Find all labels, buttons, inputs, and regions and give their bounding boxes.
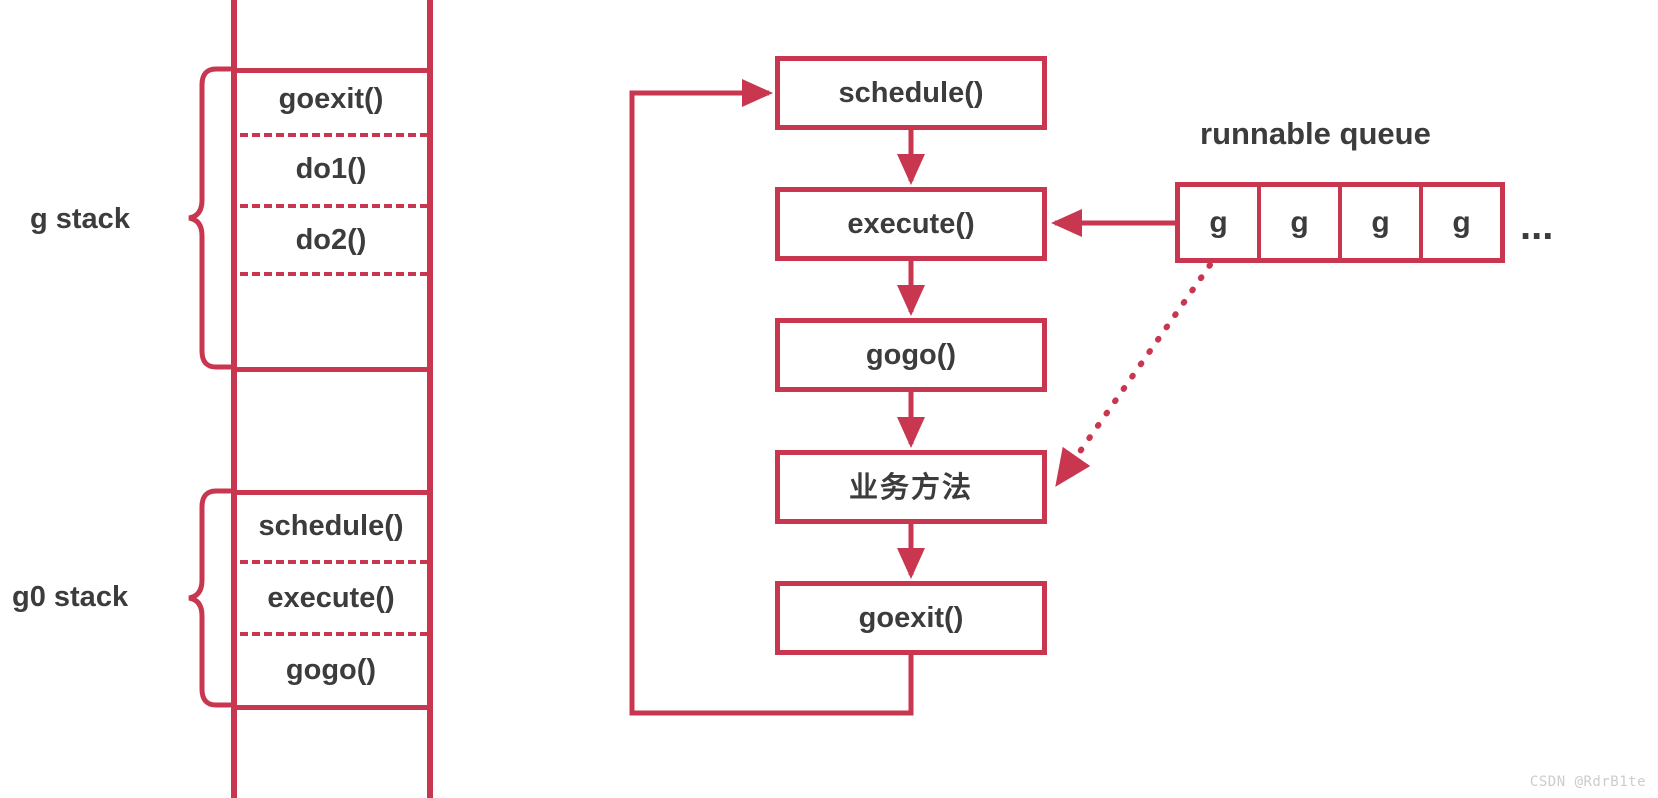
dotted-arrow-g-to-business: [1055, 262, 1213, 487]
stack-right-rail: [427, 0, 433, 798]
watermark: CSDN @RdrB1te: [1529, 774, 1646, 790]
g0-stack-brace: [186, 488, 233, 708]
flow-box-execute[interactable]: execute(): [775, 187, 1047, 261]
g0-stack-divider-1: [240, 560, 428, 564]
flow-box-gogo[interactable]: gogo(): [775, 318, 1047, 392]
g-stack-bottom-border: [231, 367, 433, 372]
g-stack-brace: [186, 66, 233, 370]
flow-box-business[interactable]: 业务方法: [775, 450, 1047, 524]
runnable-queue-title: runnable queue: [1200, 116, 1431, 151]
g-stack-frame-0: goexit(): [278, 83, 384, 115]
queue-cell[interactable]: g: [1452, 205, 1471, 239]
flow-box-goexit[interactable]: goexit(): [775, 581, 1047, 655]
queue-cell[interactable]: g: [1180, 187, 1261, 258]
g-stack-frame-2: do2(): [295, 224, 367, 256]
g-stack-divider-2: [240, 204, 428, 208]
g0-stack-top-border: [231, 490, 433, 495]
g-stack-frame-1: do1(): [295, 153, 367, 185]
g-stack-divider-1: [240, 133, 428, 137]
g0-stack-frame-0: schedule(): [258, 510, 404, 542]
queue-overflow-ellipsis: ...: [1520, 204, 1554, 248]
flow-box-schedule[interactable]: schedule(): [775, 56, 1047, 130]
runnable-queue[interactable]: g g g g: [1175, 182, 1505, 263]
g0-stack-frame-2: gogo(): [285, 654, 377, 686]
g-stack-label: g stack: [30, 203, 130, 235]
g0-stack-label: g0 stack: [12, 581, 129, 613]
g0-stack-bottom-border: [231, 705, 433, 710]
g0-stack-frame-1: execute(): [267, 582, 395, 614]
queue-cell[interactable]: g: [1342, 187, 1423, 258]
g-stack-divider-3: [240, 272, 428, 276]
stack-left-rail: [231, 0, 237, 798]
g0-stack-divider-2: [240, 632, 428, 636]
g-stack-top-border: [231, 68, 433, 73]
queue-cell[interactable]: g: [1261, 187, 1342, 258]
